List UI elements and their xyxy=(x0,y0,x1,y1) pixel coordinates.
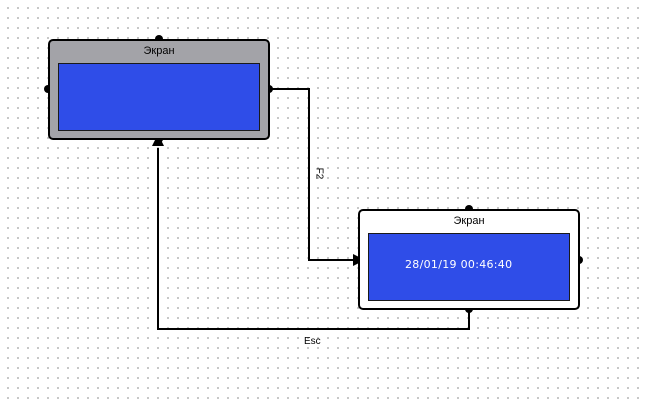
screen-node-2[interactable]: Экран 28/01/19 00:46:40 xyxy=(358,209,580,310)
screen-node-1[interactable]: Экран xyxy=(48,39,270,140)
edge-f2-wire[interactable] xyxy=(270,88,356,261)
screen-preview xyxy=(58,63,260,131)
node-title: Экран xyxy=(453,215,485,227)
edge-esc-wire[interactable] xyxy=(157,148,470,330)
screen-datetime-text: 28/01/19 00:46:40 xyxy=(405,258,513,271)
edge-label-esc: Esc xyxy=(304,336,321,347)
screen-preview: 28/01/19 00:46:40 xyxy=(368,233,570,301)
edge-label-f2: F2 xyxy=(313,167,325,180)
node-title: Экран xyxy=(143,45,175,57)
